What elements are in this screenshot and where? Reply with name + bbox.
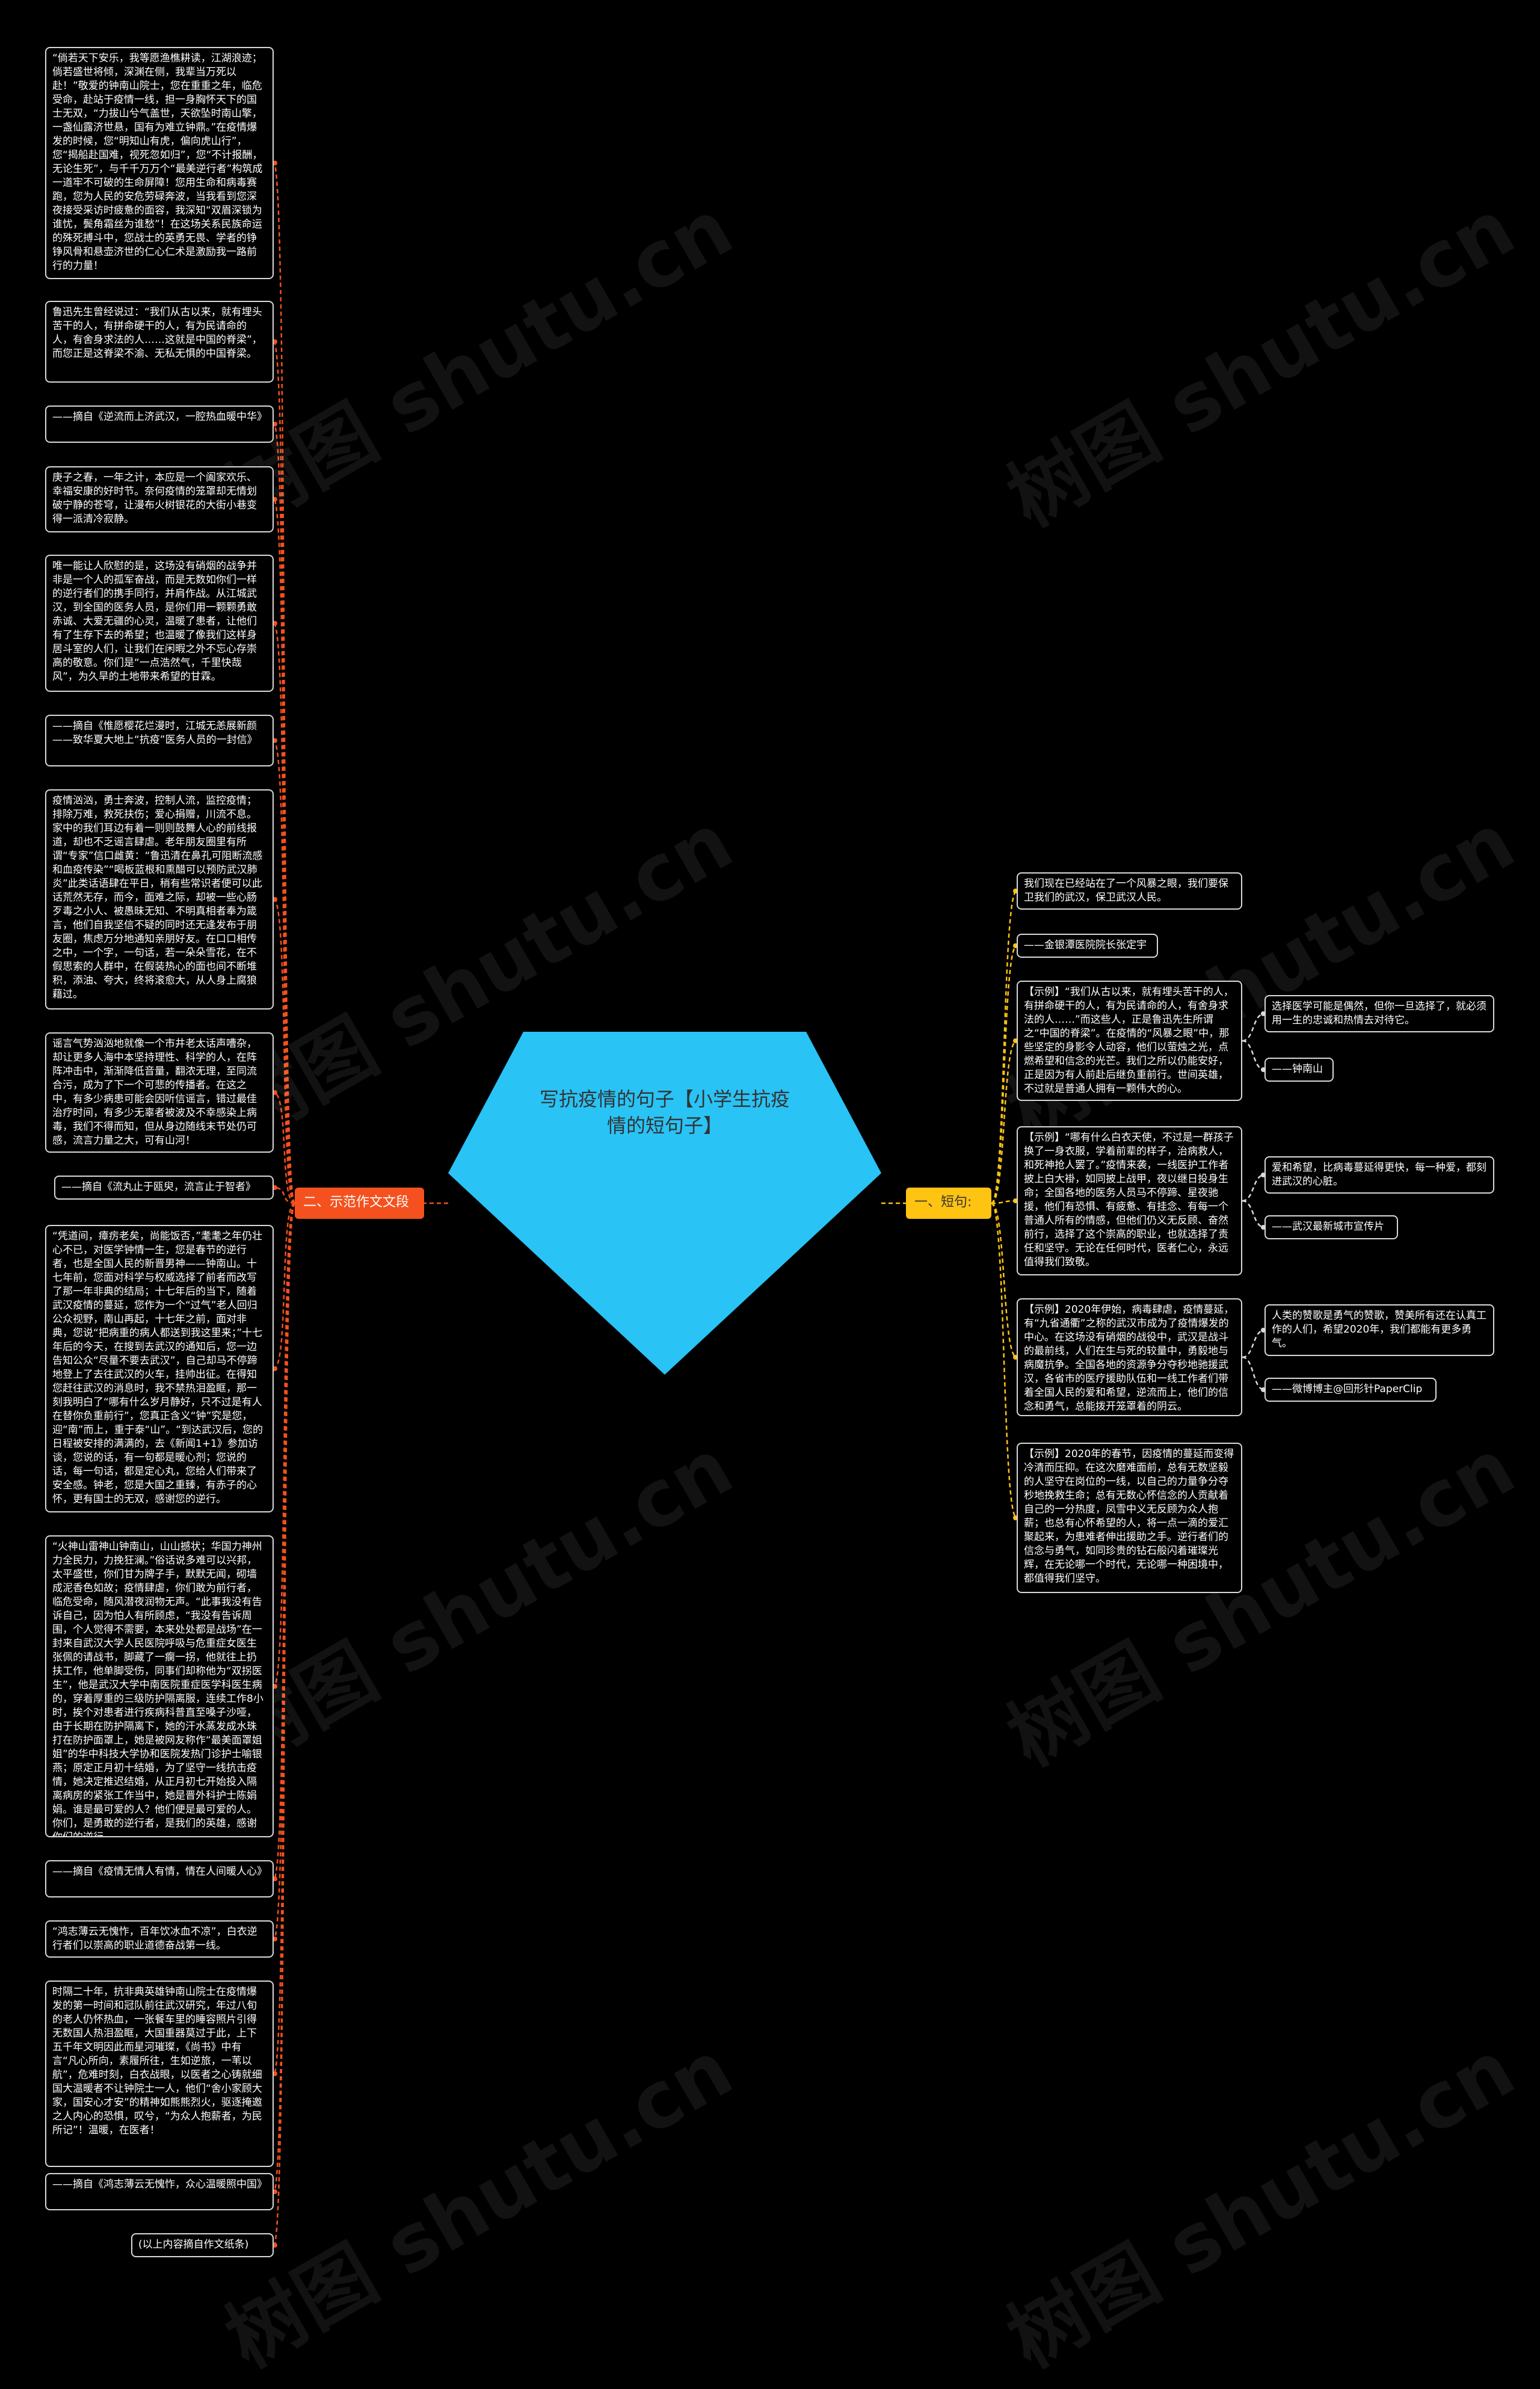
right-node[interactable]: 我们现在已经站在了一个风暴之眼，我们要保卫我们的武汉，保卫武汉人民。 <box>1017 872 1242 910</box>
connector-line <box>273 739 296 1204</box>
connector-line <box>273 1202 296 1688</box>
central-topic-title: 写抗疫情的句子【小学生抗疫情的短句子】 <box>539 1088 790 1137</box>
left-node[interactable]: “凭道间，瘴疠老矣，尚能饭否，”耄耄之年仍壮心不已，对医学钟情一生，您是春节的逆… <box>45 1225 274 1512</box>
connector-line <box>990 1202 1018 1519</box>
sub-node[interactable]: ——钟南山 <box>1264 1058 1334 1082</box>
left-node[interactable]: 唯一能让人欣慰的是，这场没有硝烟的战争并非是一个人的孤军奋战，而是无数如你们一样… <box>45 555 274 692</box>
central-topic-shape[interactable] <box>448 1032 881 1375</box>
branch-essay-excerpts[interactable]: 二、示范作文文段 <box>295 1188 424 1219</box>
right-node[interactable]: 【示例】2020年伊始，病毒肆虐，疫情蔓延，有“九省通衢”之称的武汉市成为了疫情… <box>1017 1298 1242 1416</box>
sub-node[interactable]: ——武汉最新城市宣传片 <box>1264 1215 1398 1239</box>
right-node[interactable]: 【示例】2020年的春节，因疫情的蔓延而变得冷清而压抑。在这次磨难面前，总有无数… <box>1017 1443 1242 1593</box>
left-node[interactable]: 疫情汹汹，勇士奔波，控制人流，监控疫情；排除万难，救死扶伤；爱心捐赠，川流不息。… <box>45 789 274 1010</box>
connector-line <box>273 622 296 1204</box>
connector-line <box>1242 1329 1265 1358</box>
connector-dot <box>273 1366 277 1371</box>
connector-dot <box>273 897 277 902</box>
connector-line <box>991 1202 1017 1358</box>
sub-node[interactable]: ——微博博主@回形针PaperClip <box>1264 1378 1437 1402</box>
left-node[interactable]: ——摘自《流丸止于瓯臾，流言止于智者》 <box>54 1176 274 1200</box>
left-node[interactable]: (以上内容摘自作文纸条) <box>131 2233 274 2257</box>
connector-line <box>273 898 296 1204</box>
left-node[interactable]: “火神山雷神山钟南山，山山撼状；华国力神州力全民力，力挽狂澜。”俗话说多难可以兴… <box>45 1535 274 1837</box>
left-node[interactable]: 鲁迅先生曾经说过：“我们从古以来，就有埋头苦干的人，有拼命硬干的人，有为民请命的… <box>45 301 274 383</box>
connector-dot <box>273 1876 277 1881</box>
connector-line <box>1242 1174 1265 1202</box>
left-node[interactable]: ——摘自《逆流而上济武汉，一腔热血暖中华》 <box>45 405 274 443</box>
connector-dot <box>273 2243 277 2248</box>
left-node[interactable]: 时隔二十年，抗非典英雄钟南山院士在疫情爆发的第一时间和冠队前往武汉研究，年过八旬… <box>45 1981 274 2167</box>
right-node[interactable]: 【示例】“哪有什么白衣天使，不过是一群孩子换了一身衣服，学着前辈的样子，治病救人… <box>1017 1126 1242 1275</box>
left-node[interactable]: “鸿志薄云无愧怍，百年饮冰血不凉”，白衣逆行者们以崇高的职业道德奋战第一线。 <box>45 1920 274 1958</box>
right-node[interactable]: ——金银潭医院院长张定宇 <box>1017 934 1158 958</box>
connector-line <box>273 1202 296 1880</box>
connector-dot <box>273 422 277 427</box>
left-node[interactable]: “倘若天下安乐，我等愿渔樵耕读，江湖浪迹；倘若盛世将倾，深渊在侧，我辈当万死以赴… <box>45 47 274 279</box>
connector-line <box>990 945 1018 1204</box>
connector-line <box>1242 1200 1265 1228</box>
connector-line <box>1242 1040 1265 1071</box>
connector-dot <box>273 1090 277 1095</box>
branch-short-sentences[interactable]: 一、短句: <box>906 1188 991 1219</box>
left-node[interactable]: ——摘自《惟愿樱花烂漫时，江城无恙展新颜——致华夏大地上“抗疫”医务人员的一封信… <box>45 715 274 766</box>
connector-dot <box>273 1937 277 1941</box>
left-node[interactable]: ——摘自《疫情无情人有情，情在人间暖人心》 <box>45 1860 274 1897</box>
connector-lines <box>273 161 1266 2248</box>
sub-node[interactable]: 爱和希望，比病毒蔓延得更快，每一种爱，都刻进武汉的心脏。 <box>1264 1156 1494 1194</box>
connector-line <box>273 1091 295 1204</box>
connector-dot <box>273 738 277 743</box>
connector-dot <box>273 2071 277 2076</box>
connector-line <box>273 1202 296 2246</box>
connector-dot <box>273 1185 277 1190</box>
connector-dot <box>273 161 277 165</box>
connector-line <box>991 1040 1017 1204</box>
sub-node[interactable]: 人类的赞歌是勇气的赞歌，赞美所有还在认真工作的人们，希望2020年，我们都能有更… <box>1264 1304 1494 1356</box>
connector-line <box>273 1202 295 1370</box>
connector-dot <box>273 2189 277 2194</box>
right-node[interactable]: 【示例】“我们从古以来，就有埋头苦干的人，有拼命硬干的人，有为民请命的人，有舍身… <box>1017 981 1242 1101</box>
left-node[interactable]: 谣言气势汹汹地就像一个市井老太话声嘈杂，却让更多人海中本坚持理性、科学的人，在阵… <box>45 1032 274 1153</box>
connector-dot <box>273 497 277 502</box>
connector-line <box>1242 1013 1265 1042</box>
connector-line <box>991 1200 1017 1204</box>
connector-dot <box>273 339 277 344</box>
connector-dot <box>273 1684 277 1689</box>
connector-dot <box>273 621 277 626</box>
left-node[interactable]: 庚子之春，一年之计，本应是一个阖家欢乐、幸福安康的好时节。奈何疫情的笼罩却无情划… <box>45 466 274 532</box>
connector-line <box>1242 1356 1265 1391</box>
sub-node[interactable]: 选择医学可能是偶然，但你一旦选择了，就必须用一生的忠诚和热情去对待它。 <box>1264 995 1494 1032</box>
left-node[interactable]: ——摘自《鸿志薄云无愧怍，众心温暖照中国》 <box>45 2173 274 2210</box>
